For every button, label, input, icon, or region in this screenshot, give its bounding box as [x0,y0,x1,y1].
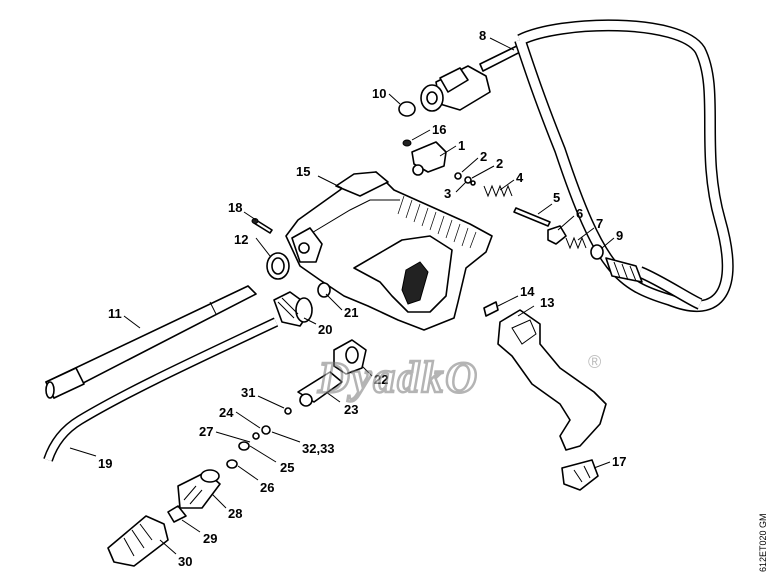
label-22: 22 [374,372,388,387]
valve-parts [402,139,604,260]
registered-mark: ® [588,352,601,372]
label-2a: 2 [480,149,487,164]
label-24: 24 [219,405,234,420]
label-29: 29 [203,531,217,546]
label-21: 21 [344,305,358,320]
trigger [483,301,607,491]
label-19: 19 [98,456,112,471]
gun-body [285,171,493,331]
drawing-code: 612ET020 GM [758,513,768,572]
label-8: 8 [479,28,486,43]
nozzle-parts [107,339,367,567]
label-10: 10 [372,86,386,101]
screw-and-ring [251,218,290,280]
label-9: 9 [616,228,623,243]
label-28: 28 [228,506,242,521]
label-15: 15 [296,164,310,179]
label-2b: 2 [496,156,503,171]
label-20: 20 [318,322,332,337]
label-3: 3 [444,186,451,201]
part-labels: 8 10 16 1 2 2 3 4 5 6 7 9 15 18 12 11 21… [98,28,626,569]
label-11: 11 [108,306,122,321]
watermark: DyadkO ® [316,352,602,404]
label-12: 12 [234,232,248,247]
label-17: 17 [612,454,626,469]
label-25: 25 [280,460,294,475]
label-1: 1 [458,138,465,153]
leader-lines [69,37,615,555]
label-4: 4 [516,170,524,185]
label-31: 31 [241,385,255,400]
label-16: 16 [432,122,446,137]
label-30: 30 [178,554,192,569]
tube [45,285,257,399]
label-32-33: 32,33 [302,441,335,456]
hose-nut [398,65,491,117]
label-23: 23 [344,402,358,417]
lance [43,282,331,462]
label-26: 26 [260,480,274,495]
hose [479,19,734,312]
label-27: 27 [199,424,213,439]
label-13: 13 [540,295,554,310]
label-5: 5 [553,190,560,205]
label-14: 14 [520,284,535,299]
label-6: 6 [576,206,583,221]
watermark-text: DyadkO [317,353,479,402]
label-18: 18 [228,200,242,215]
label-7: 7 [596,216,603,231]
